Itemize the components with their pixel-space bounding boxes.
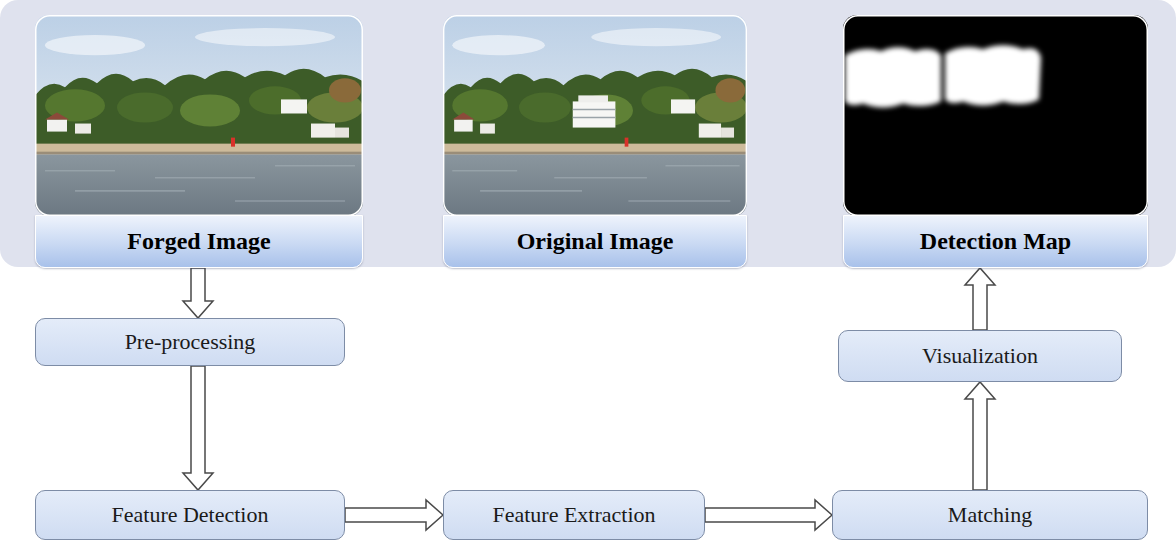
box-label: Feature Extraction — [492, 502, 655, 528]
background-panel — [0, 0, 1176, 267]
block-arrow — [183, 366, 213, 490]
box-label: Original Image — [517, 228, 674, 255]
block-arrow — [705, 500, 832, 530]
box-label: Forged Image — [127, 228, 270, 255]
box-label: Matching — [948, 502, 1032, 528]
process-box: Matching — [832, 490, 1148, 540]
image-label: Forged Image — [35, 215, 363, 268]
block-arrow — [183, 268, 213, 318]
block-arrow — [965, 268, 995, 330]
box-label: Detection Map — [920, 228, 1071, 255]
image-label: Original Image — [443, 215, 747, 268]
block-arrow — [345, 500, 443, 530]
image-label: Detection Map — [843, 215, 1148, 268]
process-box: Visualization — [838, 330, 1122, 382]
process-box: Feature Extraction — [443, 490, 705, 540]
box-label: Feature Detection — [112, 502, 269, 528]
forged-photo — [35, 15, 363, 216]
detection-map-image — [843, 15, 1148, 216]
process-box: Feature Detection — [35, 490, 345, 540]
block-arrow — [965, 382, 995, 490]
box-label: Pre-processing — [125, 329, 256, 355]
box-label: Visualization — [922, 343, 1038, 369]
process-box: Pre-processing — [35, 318, 345, 366]
original-photo — [443, 15, 747, 216]
